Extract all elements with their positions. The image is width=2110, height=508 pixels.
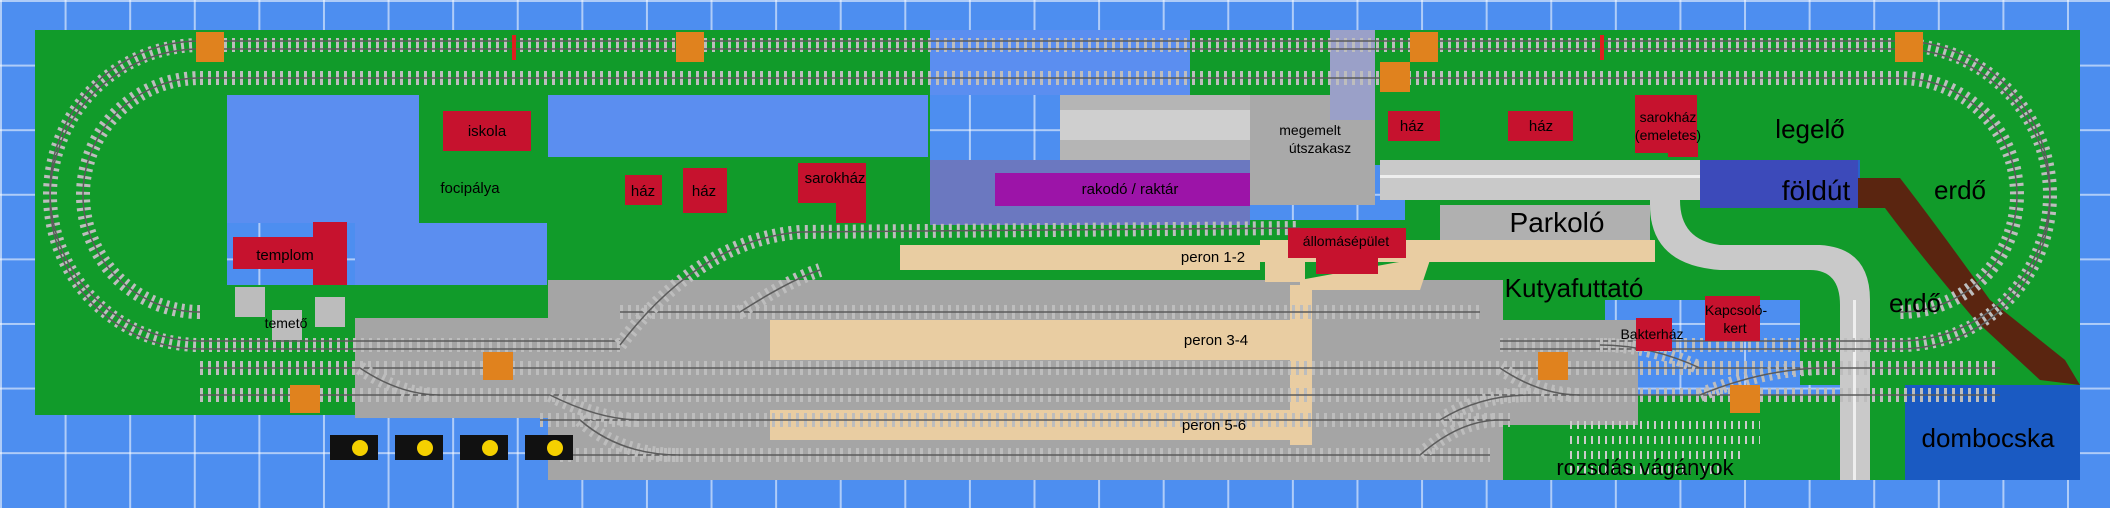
label-peron-1-2: peron 1-2: [1181, 249, 1245, 266]
buildings: [233, 95, 1760, 351]
label-peron-5-6: peron 5-6: [1182, 417, 1246, 434]
label-templom: templom: [256, 247, 314, 264]
label-legelo: legelő: [1775, 114, 1844, 144]
level-crossings: [196, 32, 1923, 413]
label-kapcsolo-1: Kapcsoló-: [1705, 302, 1768, 318]
label-haz-3: ház: [1400, 118, 1424, 135]
label-foldut: földút: [1782, 175, 1851, 206]
label-sarokhaz-emeletes-2: (emeletes): [1635, 127, 1701, 143]
label-bakterhaz: Bakterház: [1620, 326, 1683, 342]
label-rakodo: rakodó / raktár: [1082, 181, 1179, 198]
label-haz-4: ház: [1529, 118, 1553, 135]
label-parkolo: Parkoló: [1510, 207, 1605, 238]
label-dombocska: dombocska: [1922, 423, 2055, 453]
label-erdo-2: erdő: [1889, 288, 1941, 318]
label-megemelt-1: megemelt: [1279, 122, 1341, 138]
label-rozsdas-vaganyok: rozsdás vágányok: [1556, 455, 1734, 480]
label-megemelt-2: útszakasz: [1289, 140, 1351, 156]
cemetery-graves: [235, 287, 345, 340]
label-allomasepulet: állomásépület: [1303, 233, 1389, 249]
label-focipalya: focipálya: [440, 180, 500, 197]
signal-boxes: [330, 435, 573, 460]
label-haz-1: ház: [631, 183, 655, 200]
label-temeto: temető: [265, 315, 308, 331]
loading-warehouse: [995, 173, 1250, 206]
label-erdo-1: erdő: [1934, 175, 1986, 205]
dirt-road: [1858, 178, 2080, 385]
water-areas: [227, 30, 1190, 285]
label-sarokhaz: sarokház: [805, 170, 866, 187]
label-haz-2: ház: [692, 183, 716, 200]
label-sarokhaz-emeletes-1: sarokház: [1640, 109, 1697, 125]
foldut-area: [1700, 160, 1858, 208]
label-kapcsolo-2: kert: [1723, 320, 1746, 336]
label-kutyafuttato: Kutyafuttató: [1505, 273, 1644, 303]
label-iskola: iskola: [468, 123, 507, 140]
label-peron-3-4: peron 3-4: [1184, 332, 1248, 349]
